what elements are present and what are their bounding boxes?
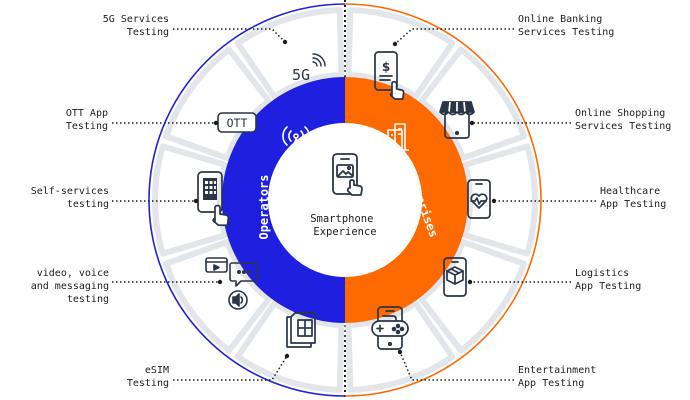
operators-label: Operators [257, 174, 271, 239]
connector-lines [112, 28, 596, 381]
connector-5g-dot [282, 39, 288, 45]
label-entertainment-app-testing: Entertainment App Testing [518, 365, 597, 389]
connector-ott-dot [213, 120, 219, 126]
tile-5g [234, 7, 345, 100]
connector-esim-dot [284, 353, 290, 359]
label-esim-testing: eSIM Testing [126, 365, 169, 389]
label-ott-app-testing: OTT App Testing [65, 108, 108, 132]
label-video-voice-messaging-testing: video, voice and messaging testing [30, 268, 109, 305]
package-phone-icon [443, 257, 467, 297]
antenna-icon [282, 126, 310, 156]
connector-banking [394, 28, 514, 45]
connector-messaging-dot [217, 279, 223, 285]
center-disc [268, 123, 422, 277]
label-healthcare-app-testing: Healthcare App Testing [600, 186, 667, 210]
connector-healthcare-dot [491, 198, 497, 204]
connector-self-services-dot [193, 198, 199, 204]
connector-esim [173, 355, 288, 381]
center-title: Smartphone Experience [310, 213, 380, 238]
tile-shopping [418, 46, 527, 162]
svg-text:OTT: OTT [227, 116, 248, 130]
label-5g-services-testing: 5G Services Testing [102, 14, 169, 38]
tile-messaging [163, 238, 272, 354]
smartphone-photo-icon [332, 153, 363, 196]
connector-banking-dot [392, 41, 398, 47]
operators-ring [222, 77, 346, 323]
ott-icon: OTT [217, 112, 257, 133]
svg-text:$: $ [382, 60, 390, 74]
banking-phone-icon: $ [374, 51, 405, 100]
operators-outer-arc [148, 3, 346, 397]
connector-shopping-dot [469, 120, 475, 126]
keypad-tap-icon [197, 171, 230, 227]
enterprises-outer-arc [344, 3, 542, 397]
5g-icon: 5G [292, 53, 326, 84]
label-online-shopping-services-testing: Online Shopping Services Testing [575, 108, 672, 132]
label-online-banking-services-testing: Online Banking Services Testing [518, 14, 615, 38]
label-self-services-testing: Self-services testing [30, 186, 109, 210]
heart-phone-icon [467, 179, 491, 219]
shop-phone-icon [439, 101, 475, 139]
building-icon [384, 123, 409, 151]
connector-logistics-dot [467, 279, 473, 285]
sim-card-icon [286, 312, 316, 348]
connector-5g [173, 28, 286, 43]
connector-entertainment-dot [397, 349, 403, 355]
svg-text:5G: 5G [292, 66, 310, 84]
gamepad-phone-icon [371, 306, 409, 350]
label-logistics-app-testing: Logistics App Testing [575, 268, 642, 292]
media-message-icon [205, 257, 258, 310]
tile-ott [163, 46, 272, 162]
enterprises-ring [344, 77, 468, 323]
